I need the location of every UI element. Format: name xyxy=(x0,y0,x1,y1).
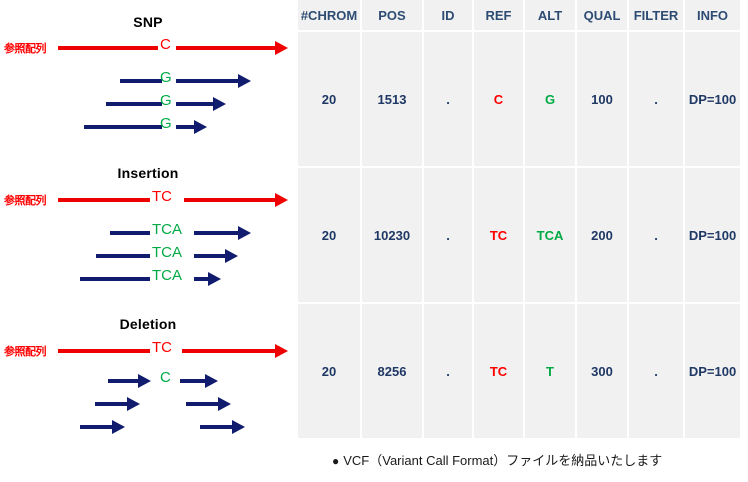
column-header-id: ID xyxy=(423,0,474,32)
read-arrowhead-right-deletion-3 xyxy=(232,420,245,434)
read-base-insertion-3: TCA xyxy=(152,267,182,284)
read-arrowhead-insertion-3 xyxy=(208,272,221,286)
reference-base-snp: C xyxy=(160,36,171,53)
cell-info: DP=100 xyxy=(684,303,740,438)
cell-chrom: 20 xyxy=(298,303,362,438)
read-line-left-deletion-1 xyxy=(108,379,138,383)
caption-text: VCF（Variant Call Format）ファイルを納品いたします xyxy=(343,453,663,468)
read-arrowhead-insertion-1 xyxy=(238,226,251,240)
read-base-snp-1: G xyxy=(160,69,172,86)
read-line-left-insertion-3 xyxy=(80,277,150,281)
cell-pos: 1513 xyxy=(361,31,424,168)
read-line-right-deletion-3 xyxy=(200,425,232,429)
read-line-right-snp-1 xyxy=(176,79,238,83)
read-base-insertion-1: TCA xyxy=(152,221,182,238)
read-base-snp-2: G xyxy=(160,92,172,109)
reference-base-insertion: TC xyxy=(152,188,172,205)
cell-chrom: 20 xyxy=(298,31,362,168)
read-arrowhead-snp-2 xyxy=(213,97,226,111)
cell-qual: 100 xyxy=(576,31,629,168)
reference-base-deletion: TC xyxy=(152,339,172,356)
reference-line-left-insertion xyxy=(58,198,150,202)
cell-id: . xyxy=(423,167,474,304)
read-arrowhead-left-deletion-3 xyxy=(112,420,125,434)
cell-chrom: 20 xyxy=(298,167,362,304)
bullet-icon: ● xyxy=(332,454,340,468)
column-header-ref: REF xyxy=(473,0,525,32)
read-line-right-snp-3 xyxy=(176,125,194,129)
reference-arrowhead-insertion xyxy=(275,193,288,207)
read-arrowhead-right-deletion-2 xyxy=(218,397,231,411)
caption: ●VCF（Variant Call Format）ファイルを納品いたします xyxy=(332,450,662,469)
reference-line-left-snp xyxy=(58,46,158,50)
cell-qual: 200 xyxy=(576,167,629,304)
variant-diagram: SNP 参照配列 C G G G Insertion xyxy=(0,0,296,482)
cell-filter: . xyxy=(628,303,685,438)
read-line-left-insertion-2 xyxy=(96,254,150,258)
column-header-qual: QUAL xyxy=(576,0,629,32)
read-arrowhead-insertion-2 xyxy=(225,249,238,263)
read-line-right-snp-2 xyxy=(176,102,213,106)
cell-pos: 8256 xyxy=(361,303,424,438)
panel-title-deletion: Deletion xyxy=(119,316,177,332)
read-base-deletion-1: C xyxy=(160,369,171,386)
cell-filter: . xyxy=(628,167,685,304)
cell-id: . xyxy=(423,303,474,438)
table-row: 20 10230 . TC TCA 200 . DP=100 xyxy=(298,167,740,304)
cell-alt: TCA xyxy=(524,167,577,304)
cell-alt: G xyxy=(524,31,577,168)
read-arrowhead-right-deletion-1 xyxy=(205,374,218,388)
read-line-left-deletion-2 xyxy=(95,402,127,406)
read-line-left-snp-2 xyxy=(106,102,162,106)
reference-label-insertion: 参照配列 xyxy=(4,195,47,207)
panel-title-insertion: Insertion xyxy=(117,165,179,181)
vcf-table: #CHROM POS ID REF ALT QUAL FILTER INFO 2… xyxy=(298,0,740,438)
reference-arrowhead-deletion xyxy=(275,344,288,358)
read-line-right-insertion-2 xyxy=(194,254,225,258)
read-arrowhead-left-deletion-2 xyxy=(127,397,140,411)
cell-ref: TC xyxy=(473,303,525,438)
read-line-left-snp-3 xyxy=(84,125,162,129)
cell-filter: . xyxy=(628,31,685,168)
reference-label-deletion: 参照配列 xyxy=(4,346,47,358)
reference-line-right-snp xyxy=(176,46,275,50)
reference-line-right-insertion xyxy=(184,198,275,202)
read-base-insertion-2: TCA xyxy=(152,244,182,261)
read-line-left-insertion-1 xyxy=(110,231,150,235)
column-header-pos: POS xyxy=(361,0,424,32)
column-header-filter: FILTER xyxy=(628,0,685,32)
reference-label-snp: 参照配列 xyxy=(4,43,47,55)
cell-alt: T xyxy=(524,303,577,438)
table-header-row: #CHROM POS ID REF ALT QUAL FILTER INFO xyxy=(298,0,740,32)
cell-qual: 300 xyxy=(576,303,629,438)
table-row: 20 8256 . TC T 300 . DP=100 xyxy=(298,303,740,438)
column-header-alt: ALT xyxy=(524,0,577,32)
read-line-right-deletion-1 xyxy=(180,379,205,383)
table-row: 20 1513 . C G 100 . DP=100 xyxy=(298,31,740,168)
read-line-left-deletion-3 xyxy=(80,425,112,429)
cell-ref: C xyxy=(473,31,525,168)
cell-ref: TC xyxy=(473,167,525,304)
cell-info: DP=100 xyxy=(684,31,740,168)
read-line-right-insertion-3 xyxy=(194,277,208,281)
reference-arrowhead-snp xyxy=(275,41,288,55)
column-header-chrom: #CHROM xyxy=(298,0,362,32)
read-arrowhead-left-deletion-1 xyxy=(138,374,151,388)
cell-info: DP=100 xyxy=(684,167,740,304)
read-arrowhead-snp-3 xyxy=(194,120,207,134)
read-arrowhead-snp-1 xyxy=(238,74,251,88)
read-base-snp-3: G xyxy=(160,115,172,132)
reference-line-right-deletion xyxy=(182,349,275,353)
cell-pos: 10230 xyxy=(361,167,424,304)
reference-line-left-deletion xyxy=(58,349,150,353)
read-line-left-snp-1 xyxy=(120,79,162,83)
cell-id: . xyxy=(423,31,474,168)
column-header-info: INFO xyxy=(684,0,740,32)
panel-title-snp: SNP xyxy=(133,14,163,30)
read-line-right-insertion-1 xyxy=(194,231,238,235)
read-line-right-deletion-2 xyxy=(186,402,218,406)
